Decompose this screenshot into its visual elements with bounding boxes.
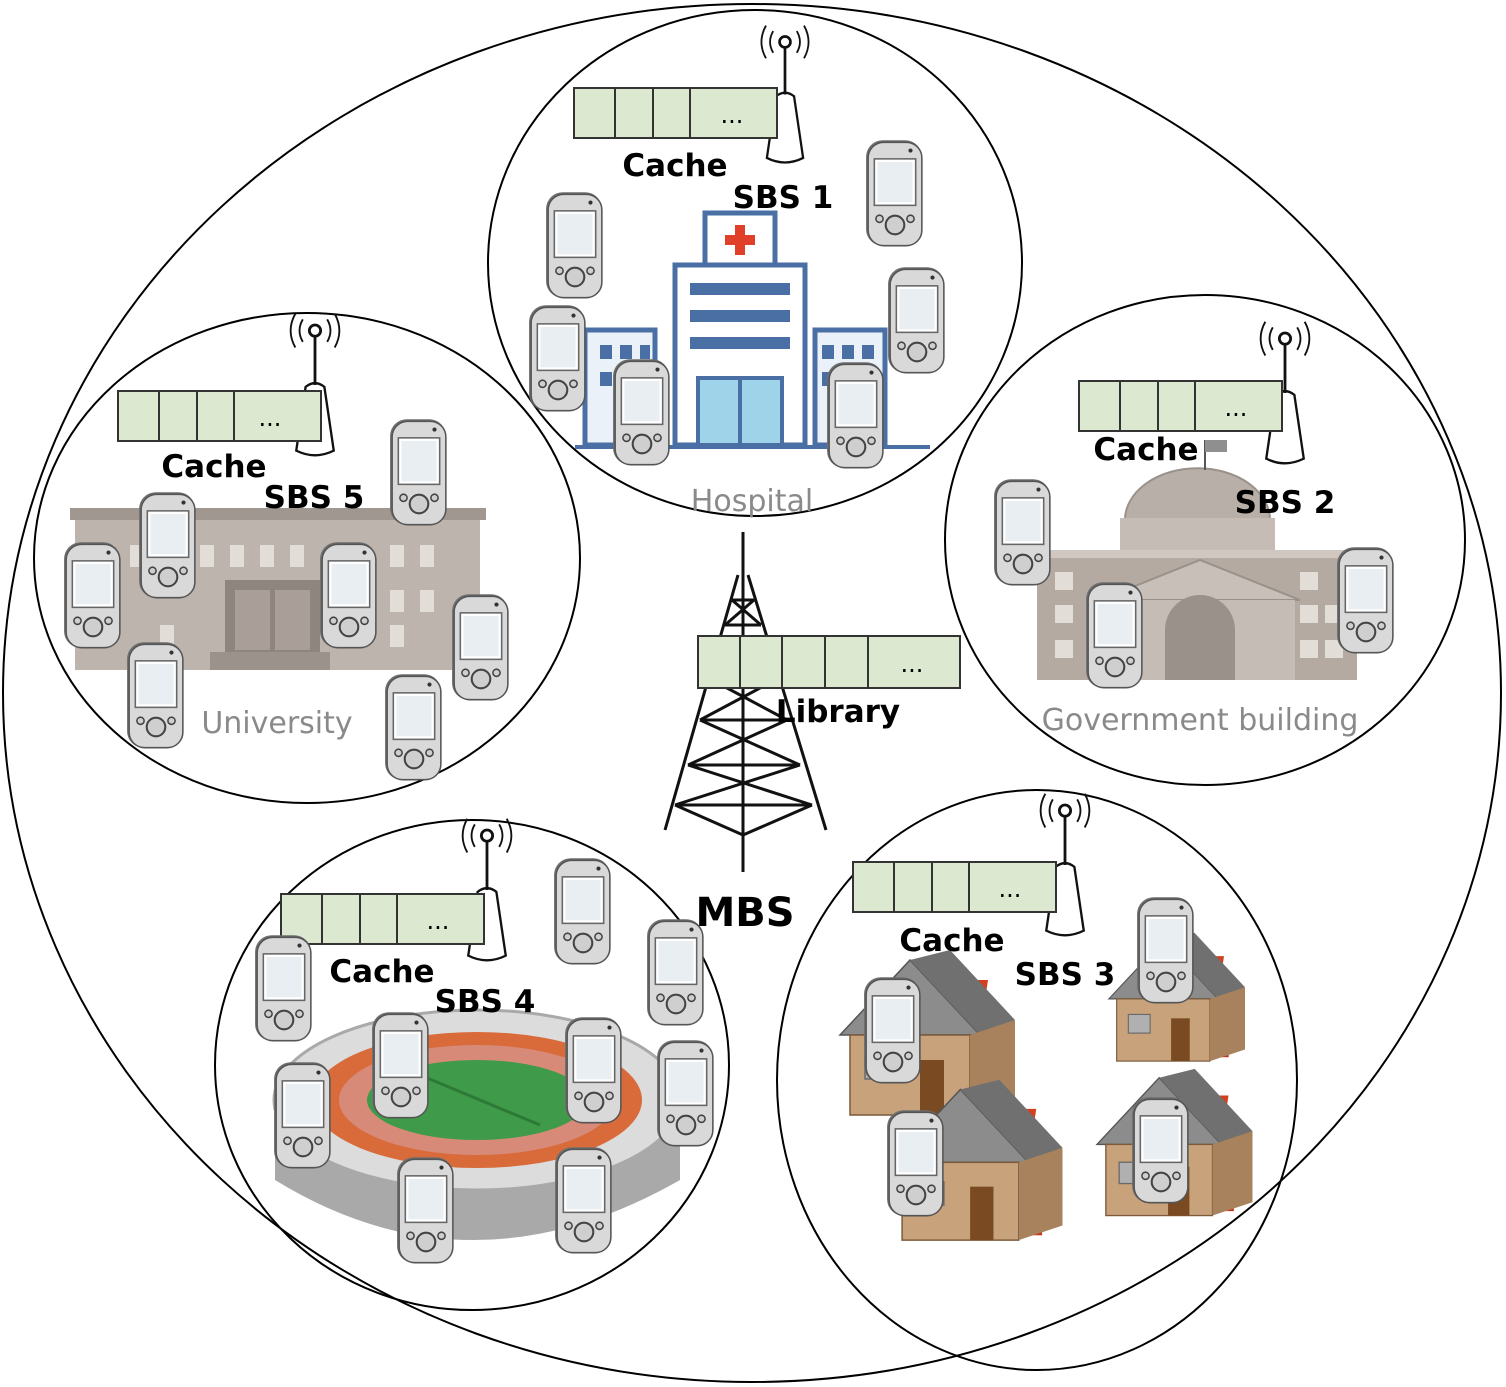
- phone-icon: [273, 1061, 331, 1169]
- sbs1-label: SBS 1: [733, 180, 834, 216]
- phone-icon: [1131, 1096, 1189, 1204]
- phone-icon: [886, 1109, 944, 1217]
- sbs2-cache-more: ...: [1225, 394, 1248, 422]
- phone-icon: [826, 361, 884, 469]
- phone-icon: [1336, 546, 1394, 654]
- sbs3-cache-label: Cache: [899, 923, 1004, 959]
- phone-icon: [1085, 581, 1143, 689]
- phone-icon: [887, 266, 945, 374]
- sbs3-coverage-circle: [776, 789, 1298, 1371]
- sbs1-coverage-circle: [487, 9, 1023, 517]
- mbs-label: MBS: [695, 890, 794, 936]
- mbs-library-icon: [697, 635, 961, 689]
- phone-icon: [612, 358, 670, 466]
- sbs5-cache-more: ...: [259, 404, 282, 432]
- government-building-icon: [1037, 440, 1357, 680]
- phone-icon: [384, 673, 442, 781]
- sbs4-cache-icon: [280, 893, 485, 945]
- cell-sbs4: ... Cache SBS 4: [214, 817, 730, 1311]
- phone-icon: [63, 541, 121, 649]
- cell-sbs3: ... Cache SBS 3: [776, 789, 1298, 1371]
- sbs4-label: SBS 4: [435, 984, 536, 1020]
- sbs3-label: SBS 3: [1015, 957, 1116, 993]
- sbs5-label: SBS 5: [264, 480, 365, 516]
- sbs1-cache-icon: [573, 87, 778, 139]
- phone-icon: [564, 1016, 622, 1124]
- sbs2-cache-label: Cache: [1093, 432, 1198, 468]
- sbs5-cache-label: Cache: [161, 449, 266, 485]
- phone-icon: [993, 478, 1051, 586]
- phone-icon: [451, 593, 509, 701]
- cell-sbs5: ... Cache SBS 5 University: [33, 312, 581, 804]
- mbs-library-more: ...: [901, 650, 924, 678]
- phone-icon: [553, 857, 611, 965]
- cell-sbs2: ... Cache SBS 2 Government building: [944, 294, 1466, 786]
- phone-icon: [371, 1011, 429, 1119]
- phone-icon: [389, 418, 447, 526]
- sbs1-cache-label: Cache: [622, 148, 727, 184]
- sbs4-cache-more: ...: [427, 907, 450, 935]
- sbs2-place-label: Government building: [1042, 703, 1359, 738]
- phone-icon: [656, 1039, 714, 1147]
- university-icon: [70, 508, 486, 670]
- cell-sbs1: ... Cache SBS 1 Hospital: [487, 9, 1023, 519]
- mbs-coverage-circle: [2, 3, 1502, 1383]
- sbs5-coverage-circle: [33, 312, 581, 804]
- phone-icon: [528, 304, 586, 412]
- phone-icon: [1136, 896, 1194, 1004]
- phone-icon: [545, 191, 603, 299]
- phone-icon: [554, 1146, 612, 1254]
- sbs1-place-label: Hospital: [691, 484, 813, 519]
- phone-icon: [396, 1156, 454, 1264]
- sbs4-coverage-circle: [214, 819, 730, 1311]
- sbs3-cache-icon: [852, 861, 1057, 913]
- phone-icon: [319, 541, 377, 649]
- sbs2-cache-icon: [1078, 380, 1283, 432]
- mbs-library-label: Library: [776, 694, 900, 730]
- sbs5-cache-icon: [117, 390, 322, 442]
- phone-icon: [865, 139, 923, 247]
- sbs5-place-label: University: [201, 706, 352, 741]
- sbs2-coverage-circle: [944, 294, 1466, 786]
- phone-icon: [254, 934, 312, 1042]
- sbs4-cache-label: Cache: [329, 954, 434, 990]
- phone-icon: [863, 976, 921, 1084]
- sbs1-cache-more: ...: [721, 101, 744, 129]
- phone-icon: [138, 491, 196, 599]
- sbs3-cache-more: ...: [999, 875, 1022, 903]
- sbs2-label: SBS 2: [1235, 485, 1336, 521]
- phone-icon: [126, 641, 184, 749]
